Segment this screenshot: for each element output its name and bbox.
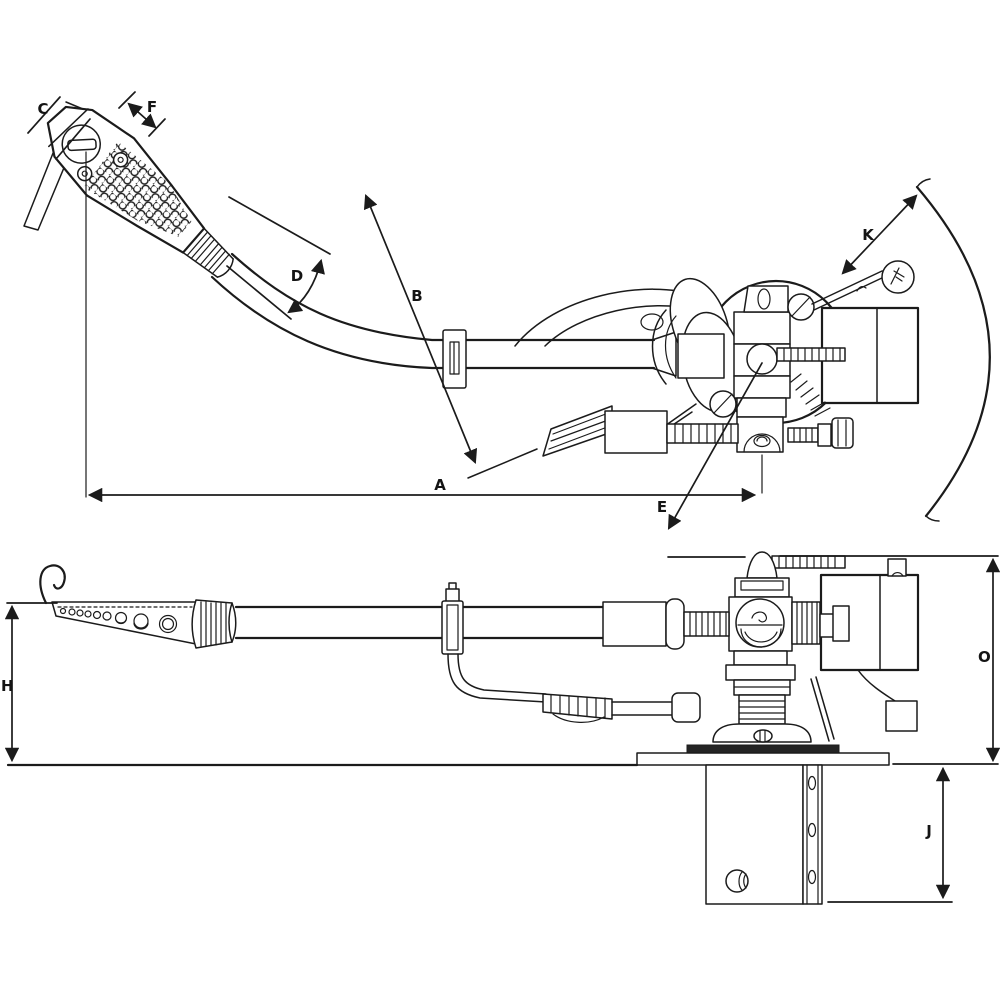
dim-j: J xyxy=(827,766,953,903)
dim-label-k: K xyxy=(862,226,875,244)
tube-clamp-top xyxy=(442,329,467,389)
armboard-side xyxy=(636,752,890,766)
finger-lift-hook-side xyxy=(39,564,66,605)
bearing-center xyxy=(746,343,778,375)
side-view: H O J xyxy=(1,551,1000,905)
swing-arc xyxy=(915,178,991,522)
mounting-bracket xyxy=(705,764,823,905)
pivot-base-block-top xyxy=(736,416,784,453)
headshell-collar-side xyxy=(191,599,237,649)
hanging-weight-thread xyxy=(857,669,896,702)
dim-h: H xyxy=(1,602,58,763)
rider-weight-rail-top xyxy=(776,347,846,362)
headshell-top xyxy=(46,105,234,278)
dim-b: B xyxy=(363,193,478,465)
dim-label-a: A xyxy=(434,476,446,494)
dim-label-b: B xyxy=(411,287,422,305)
dim-e: E xyxy=(657,362,763,530)
headshell-side xyxy=(51,599,237,649)
detent-scale-hatching xyxy=(790,373,831,417)
rider-weight-rail-side xyxy=(771,555,907,577)
pivot-assembly-side xyxy=(602,551,920,766)
dim-label-e: E xyxy=(657,498,667,516)
top-view: A B C D E F xyxy=(23,91,991,530)
dim-k: K xyxy=(841,194,918,275)
base-plate-dark xyxy=(686,744,840,754)
pivot-screws-top xyxy=(709,293,815,418)
tube-clamp-side xyxy=(441,582,464,655)
dim-label-f: F xyxy=(147,98,157,116)
dim-a: A xyxy=(85,151,763,503)
dim-label-o: O xyxy=(978,648,991,666)
output-cable-side xyxy=(810,676,835,742)
dim-f: F xyxy=(118,91,166,137)
headshell-perforations xyxy=(83,141,192,237)
arm-tube-side xyxy=(234,605,606,640)
output-connector-top xyxy=(787,417,854,449)
dim-label-c: C xyxy=(37,100,48,118)
pivot-dome xyxy=(746,551,778,579)
dim-label-j: J xyxy=(925,822,932,840)
pivot-assembly-top xyxy=(651,277,920,453)
dim-label-d: D xyxy=(291,267,303,285)
cueing-lever-side xyxy=(447,653,701,723)
bearing-housing-side xyxy=(728,596,793,652)
dim-label-h: H xyxy=(1,677,14,695)
hanging-weight xyxy=(885,700,918,732)
dim-d: D xyxy=(226,196,331,320)
anti-skate-thread xyxy=(467,448,538,479)
pivot-column-side xyxy=(712,650,812,743)
headshell-collar-top xyxy=(182,227,234,278)
anti-skate-assembly-top xyxy=(467,403,739,479)
dim-o: O xyxy=(667,555,1000,765)
tube-coupling-side xyxy=(602,598,730,650)
dim-c: C xyxy=(27,96,91,160)
counterweight-coupling-side xyxy=(791,601,850,645)
